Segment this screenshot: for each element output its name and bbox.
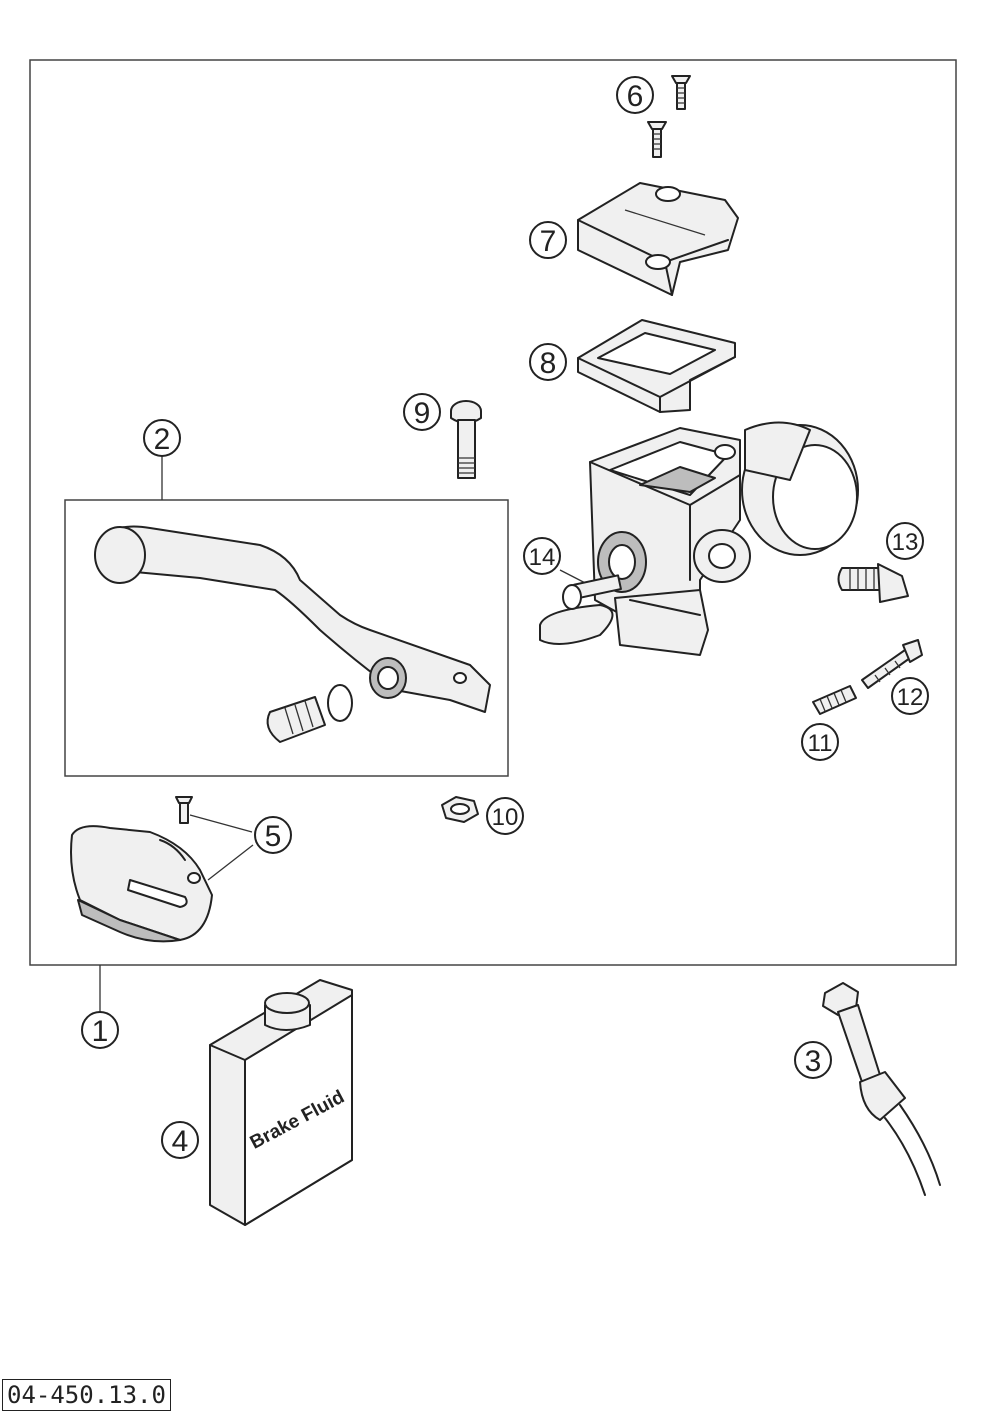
callout-5: 5 bbox=[254, 816, 292, 854]
gasket-part-8 bbox=[577, 319, 736, 413]
reservoir-cover-part-7 bbox=[577, 182, 739, 296]
svg-text:8: 8 bbox=[540, 347, 557, 380]
svg-text:12: 12 bbox=[897, 684, 924, 711]
svg-text:14: 14 bbox=[529, 544, 556, 571]
callout-2: 2 bbox=[143, 419, 181, 457]
svg-text:7: 7 bbox=[540, 225, 557, 258]
assembly-frame bbox=[29, 59, 957, 966]
svg-text:13: 13 bbox=[892, 529, 919, 556]
callout-8: 8 bbox=[529, 343, 567, 381]
svg-text:3: 3 bbox=[805, 1045, 822, 1078]
pushrod-part-14 bbox=[539, 574, 622, 645]
callout-9: 9 bbox=[403, 393, 441, 431]
svg-text:2: 2 bbox=[154, 423, 171, 456]
svg-text:5: 5 bbox=[265, 820, 282, 853]
lever-subassembly-frame bbox=[64, 499, 509, 777]
callout-12: 12 bbox=[891, 677, 929, 715]
brake-fluid-container-part-4: Brake Fluid bbox=[209, 979, 353, 1226]
svg-text:4: 4 bbox=[172, 1125, 189, 1158]
svg-text:9: 9 bbox=[414, 397, 431, 430]
callout-14: 14 bbox=[523, 537, 561, 575]
callout-11: 11 bbox=[801, 723, 839, 761]
brake-lever-part-2 bbox=[94, 525, 491, 743]
callout-13: 13 bbox=[886, 522, 924, 560]
callout-4: 4 bbox=[161, 1121, 199, 1159]
svg-text:1: 1 bbox=[92, 1015, 109, 1048]
svg-text:11: 11 bbox=[808, 730, 833, 757]
svg-text:10: 10 bbox=[492, 804, 519, 831]
bolt-part-9 bbox=[450, 400, 482, 479]
callout-1: 1 bbox=[81, 1011, 119, 1049]
reference-number: 04-450.13.0 bbox=[2, 1379, 171, 1411]
lever-guard-part-5 bbox=[70, 796, 213, 943]
callout-3: 3 bbox=[794, 1041, 832, 1079]
svg-text:6: 6 bbox=[627, 80, 644, 113]
callout-10: 10 bbox=[486, 797, 524, 835]
callout-6: 6 bbox=[616, 76, 654, 114]
adjuster-part-13 bbox=[837, 563, 909, 603]
callout-7: 7 bbox=[529, 221, 567, 259]
screw-part-12 bbox=[861, 639, 923, 689]
spring-part-11 bbox=[812, 685, 857, 715]
brake-hose-part-3 bbox=[822, 982, 941, 1196]
screw-part-6 bbox=[647, 75, 691, 158]
master-cylinder-body bbox=[589, 421, 859, 656]
nut-part-10 bbox=[441, 796, 479, 823]
leader-lines bbox=[99, 456, 596, 1012]
